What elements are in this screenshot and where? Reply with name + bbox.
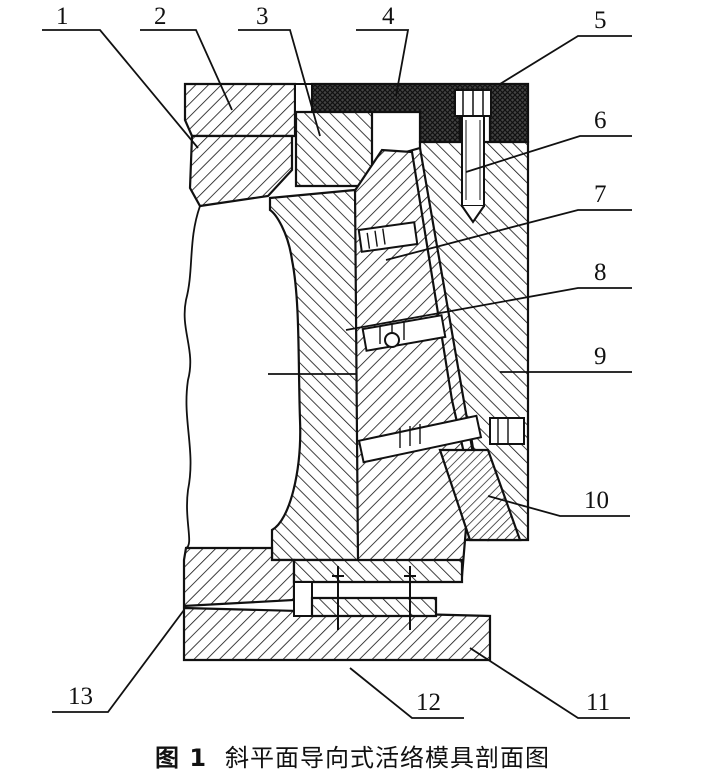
figure-number: 图 1 <box>154 744 208 772</box>
part-11-lower-ring <box>310 596 438 618</box>
label-1: 1 <box>56 3 69 30</box>
lower-block <box>292 558 464 584</box>
pin-lower <box>357 414 525 464</box>
bottom-gap-block <box>293 581 313 617</box>
label-11: 11 <box>586 689 610 716</box>
leader-lines <box>42 29 632 719</box>
tread-ring <box>268 188 360 562</box>
bolt-5 <box>454 89 492 224</box>
label-2: 2 <box>154 3 167 30</box>
label-4: 4 <box>382 3 395 30</box>
part-10-lower-insert <box>438 448 522 542</box>
label-8: 8 <box>594 259 607 286</box>
label-12: 12 <box>416 689 441 716</box>
label-5: 5 <box>594 7 607 34</box>
mold-section-diagram: 1 2 3 4 5 6 7 8 9 10 11 12 13 <box>42 3 632 719</box>
label-3: 3 <box>256 3 269 30</box>
tire-cavity-edge <box>183 205 201 549</box>
label-9: 9 <box>594 343 607 370</box>
part-3-guide-block <box>294 110 374 188</box>
label-7: 7 <box>594 181 607 208</box>
label-6: 6 <box>594 107 607 134</box>
part-1-upper-side <box>188 134 294 208</box>
figure-caption: 图 1 斜平面导向式活络模具剖面图 <box>0 738 705 773</box>
label-13: 13 <box>68 683 93 710</box>
label-10: 10 <box>584 487 609 514</box>
pin-upper <box>357 221 419 253</box>
part-2-upper-plate <box>183 82 297 138</box>
figure-title: 斜平面导向式活络模具剖面图 <box>225 744 551 772</box>
pin-middle <box>361 314 447 352</box>
bolts-lower <box>332 566 416 630</box>
